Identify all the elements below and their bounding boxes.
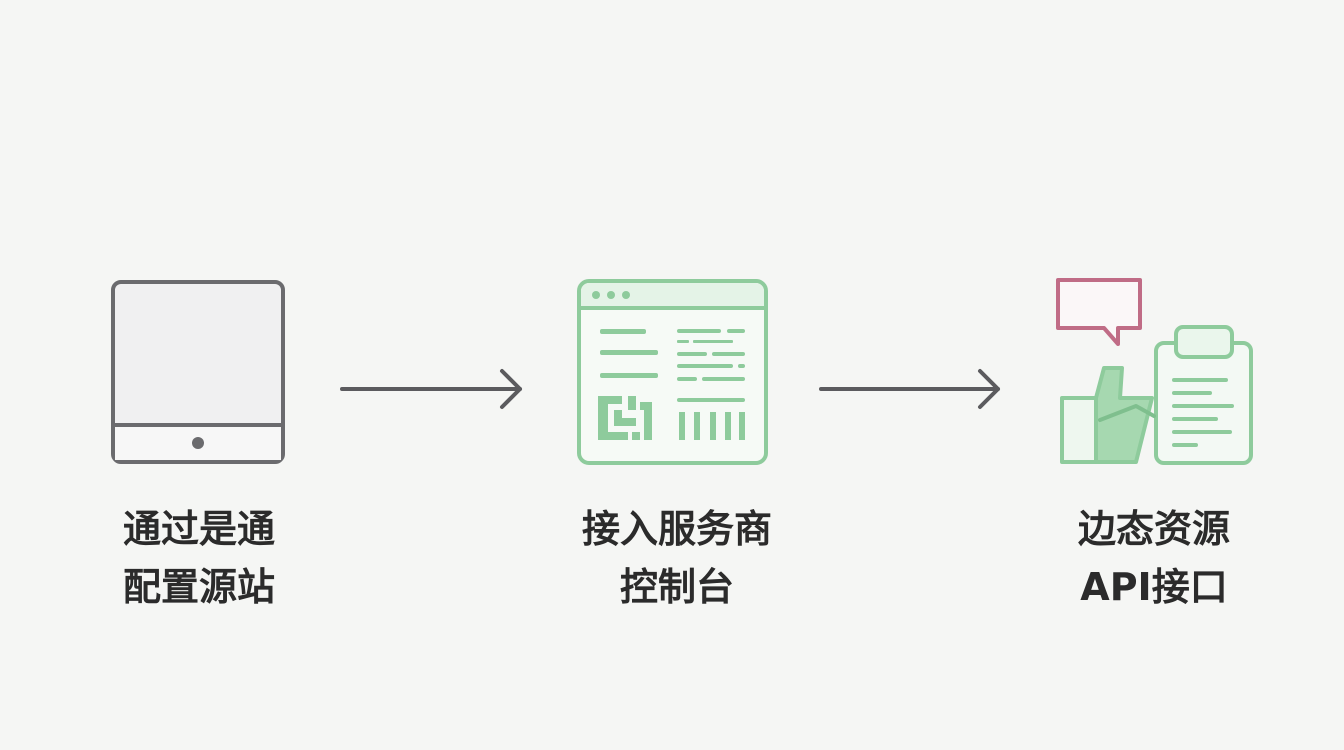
browser-dashboard-icon [577, 279, 768, 465]
browser-titlebar [581, 283, 764, 308]
clipboard-clip [1174, 325, 1234, 359]
thumb-hand [1094, 366, 1154, 464]
thumb-cuff [1060, 396, 1098, 464]
thumbs-up-clipboard-icon [1056, 278, 1253, 465]
clipboard-icon [1154, 325, 1253, 465]
step-label-line: 通过是通 [122, 507, 275, 551]
arrow-head [978, 369, 1000, 409]
step-label-api: 边态资源 API接口 [1024, 500, 1284, 616]
browser-window [577, 279, 768, 465]
tablet-home-button [192, 437, 204, 449]
step-label-provider-console: 接入服务商 控制台 [547, 500, 807, 616]
speech-bubble-icon [1056, 278, 1142, 346]
step-label-line: 接入服务商 [581, 507, 772, 551]
step-label-configure-origin: 通过是通 配置源站 [69, 500, 329, 616]
tablet-icon [111, 280, 285, 464]
window-dot-icon [622, 291, 630, 299]
step-label-line: API接口 [1080, 565, 1228, 609]
dashboard-bar-columns [677, 398, 745, 440]
arrow-head [500, 369, 522, 409]
thumb-fold [1098, 404, 1156, 422]
step-label-line: 配置源站 [122, 565, 275, 609]
tablet-body [111, 280, 285, 464]
arrow-right-icon [340, 369, 522, 409]
arrow-right-icon [819, 369, 1000, 409]
dashboard-right-lines [677, 329, 745, 381]
window-dot-icon [607, 291, 615, 299]
step-label-line: 边态资源 [1077, 507, 1230, 551]
step-label-line: 控制台 [619, 565, 734, 609]
window-dot-icon [592, 291, 600, 299]
thumbs-up-icon [1060, 366, 1156, 464]
clipboard-board [1154, 341, 1253, 465]
clipboard-lines [1172, 378, 1234, 447]
dashboard-left-lines [600, 329, 658, 378]
dashboard-grid-block [598, 396, 652, 440]
